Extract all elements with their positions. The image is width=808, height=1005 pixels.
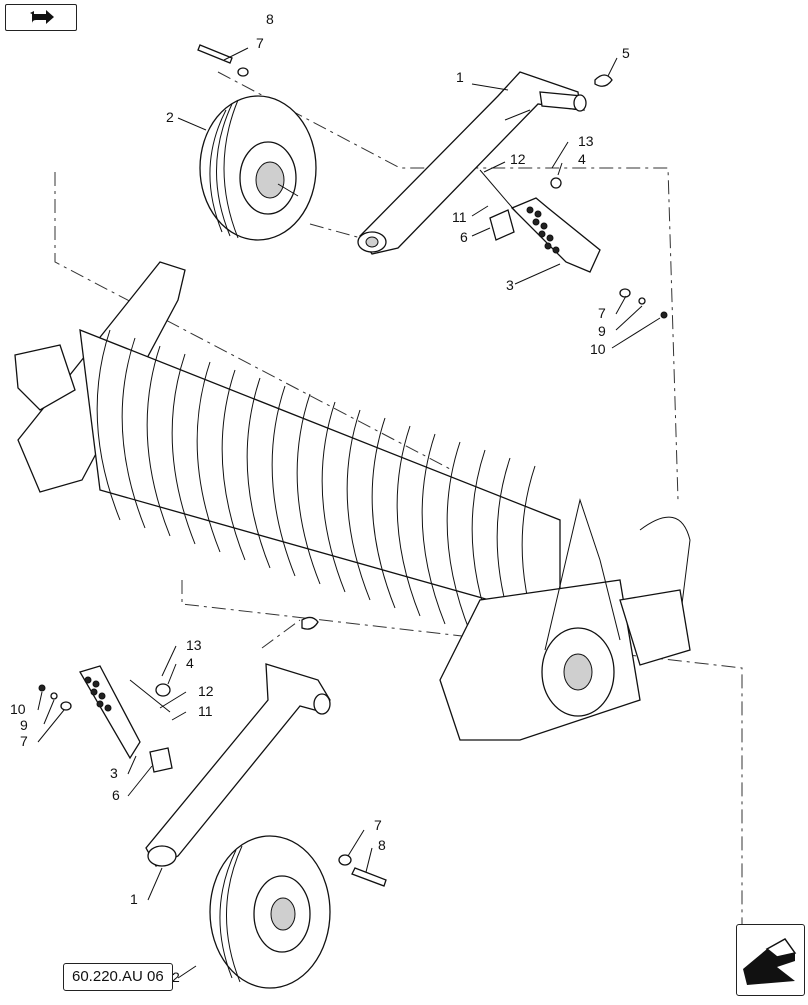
callout-4-lower: 4 [186, 655, 194, 671]
callout-1-lower: 1 [130, 891, 138, 907]
callout-5: 5 [622, 45, 630, 61]
callout-labels: 1 2 3 4 5 6 7 7 8 9 10 11 12 13 1 3 4 6 … [10, 11, 630, 985]
wheel-lower [209, 835, 331, 989]
pickup-reel [14, 261, 691, 741]
callout-7-upper-left: 7 [256, 35, 264, 51]
callout-2-upper: 2 [166, 109, 174, 125]
callout-3-upper: 3 [506, 277, 514, 293]
arrow-back-icon [30, 10, 54, 24]
previous-page-button[interactable] [5, 4, 77, 31]
reference-code-label: 60.220.AU 06 [63, 963, 173, 991]
callout-9-lower: 9 [20, 717, 28, 733]
upper-plate-holes [526, 206, 560, 254]
callout-12-upper: 12 [510, 151, 526, 167]
callout-7-lower-left: 7 [20, 733, 28, 749]
arrow-forward-icon [743, 938, 797, 985]
callout-6-lower: 6 [112, 787, 120, 803]
callout-2-lower: 2 [172, 969, 180, 985]
callout-1-upper: 1 [456, 69, 464, 85]
lower-hardware [38, 665, 387, 887]
upper-hardware [197, 44, 668, 319]
callout-4-upper: 4 [578, 151, 586, 167]
callout-9-upper: 9 [598, 323, 606, 339]
callout-13-upper: 13 [578, 133, 594, 149]
lower-plate-holes [84, 676, 112, 712]
callout-13-lower: 13 [186, 637, 202, 653]
callout-8-upper: 8 [266, 11, 274, 27]
callout-6-upper: 6 [460, 229, 468, 245]
callout-10-upper: 10 [590, 341, 606, 357]
callout-11-lower: 11 [198, 703, 213, 719]
next-page-button[interactable] [736, 924, 805, 996]
leader-lines [37, 47, 661, 901]
callout-11-upper: 11 [452, 209, 467, 225]
callout-7-lower-right: 7 [374, 817, 382, 833]
axle-arm-upper [357, 71, 587, 255]
callout-10-lower: 10 [10, 701, 26, 717]
callout-8-lower: 8 [378, 837, 386, 853]
callout-12-lower: 12 [198, 683, 214, 699]
callout-7-upper-right: 7 [598, 305, 606, 321]
axle-arm-lower [145, 616, 331, 867]
callout-3-lower: 3 [110, 765, 118, 781]
wheel-upper [199, 95, 317, 241]
